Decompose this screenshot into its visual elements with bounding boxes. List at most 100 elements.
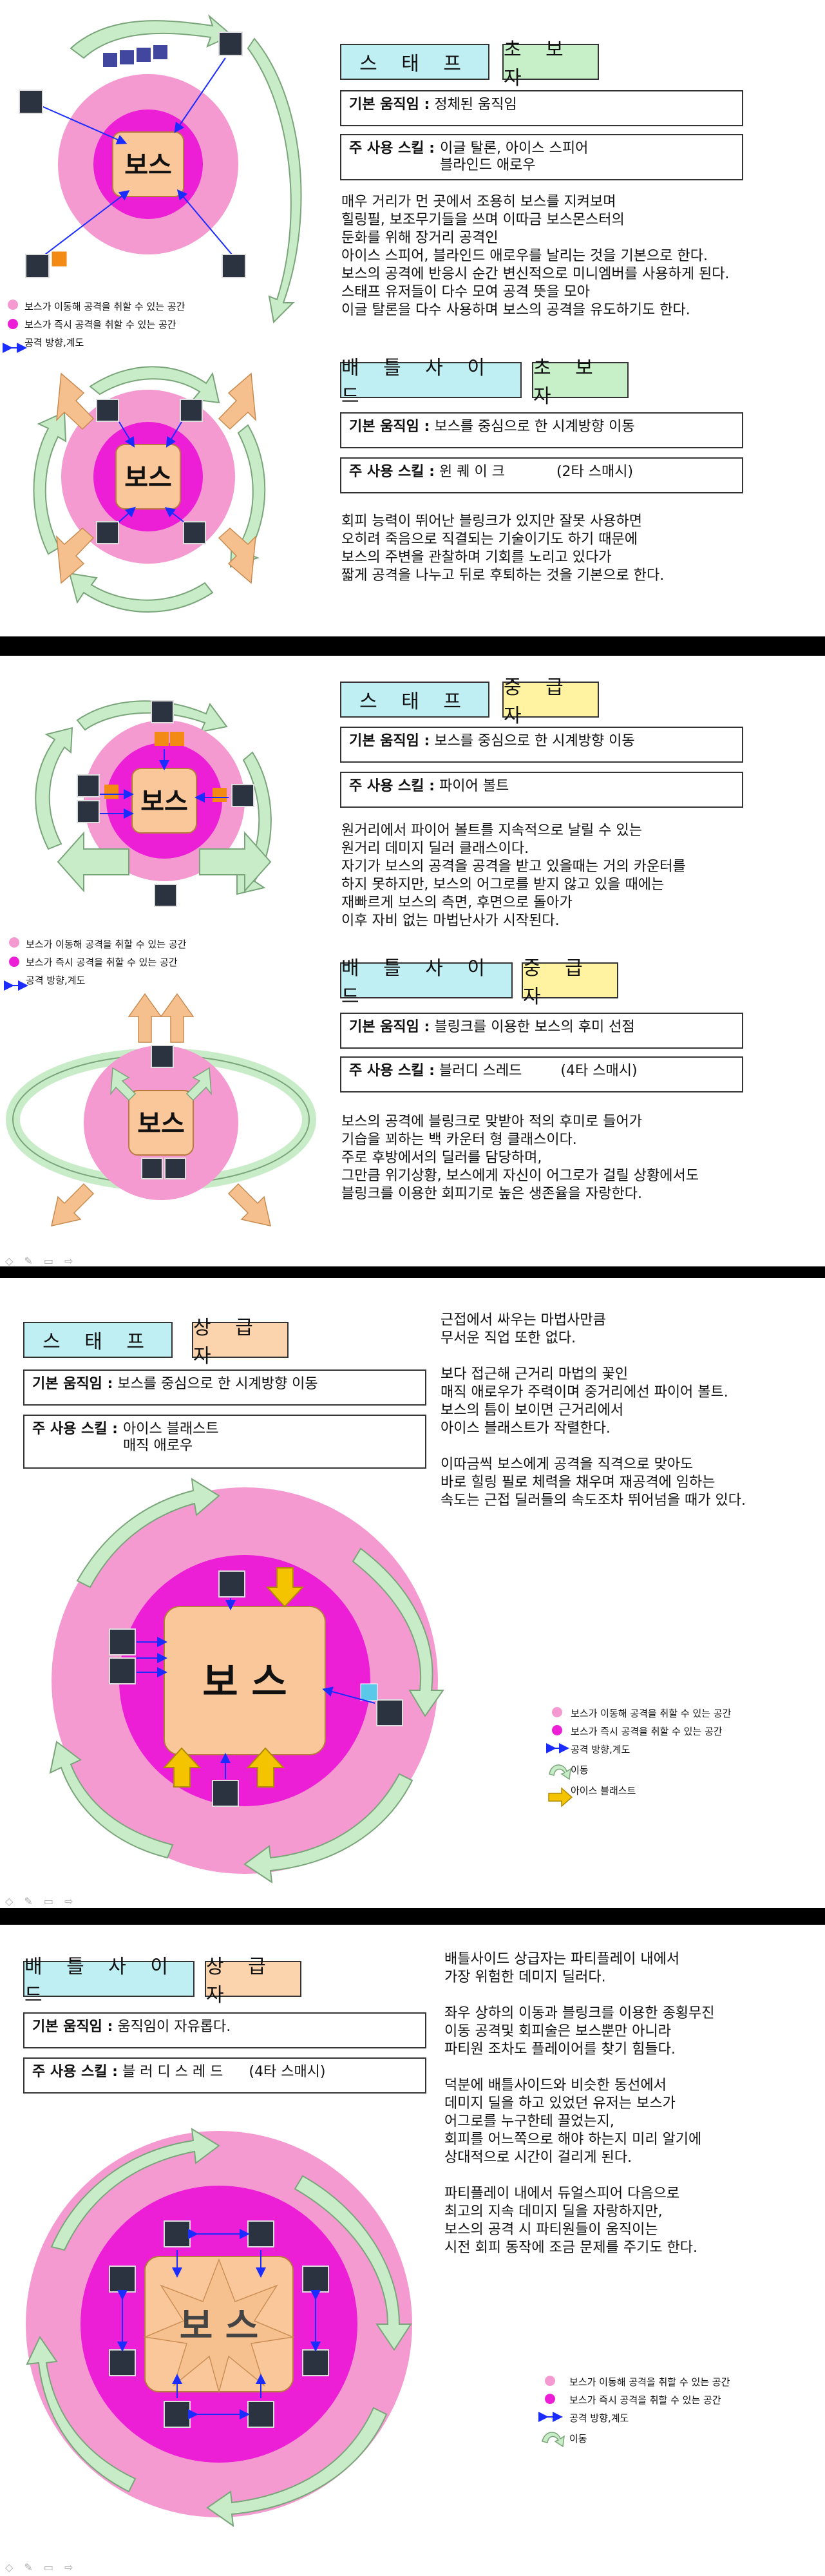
skill-value: 이글 탈론, 아이스 스피어 블라인드 애로우: [439, 140, 589, 173]
legend-inner-dot: [552, 1725, 562, 1735]
player-icon: [302, 2266, 329, 2293]
player-icon: [141, 1158, 163, 1179]
description-text: 배틀사이드 상급자는 파티플레이 내에서 가장 위험한 데미지 딜러다. 좌우 …: [444, 1951, 715, 2256]
move-info: 기본 움직임 : 보스를 중심으로 한 시계방향 이동: [340, 412, 743, 448]
boss-box: [128, 1090, 194, 1156]
slide-controls[interactable]: ◇ ✎ ▭ ⇨: [5, 1255, 77, 1266]
diagram-staff-beginner: 보스 보스: [3, 14, 302, 613]
player-icon: [231, 784, 254, 807]
skill-info: 주 사용 스킬 : 블러디 스레드(4타 스매시): [340, 1056, 743, 1092]
move-info: 기본 움직임 : 정체된 움직임: [340, 90, 743, 126]
skill-icon: [360, 1683, 378, 1701]
move-arrow-shape: [199, 831, 272, 893]
move-label: 기본 움직임 :: [32, 1376, 113, 1392]
skill-info: 주 사용 스킬 : 블 러 디 스 레 드(4타 스매시): [23, 2057, 426, 2094]
skill-extra: (2타 스매시): [556, 464, 634, 480]
diagram-staff-advanced: 보 스: [49, 1478, 573, 1884]
move-value: 보스를 중심으로 한 시계방향 이동: [434, 733, 635, 749]
legend-item: 이동: [571, 1764, 589, 1776]
skill-value: 파이어 볼트: [439, 778, 509, 794]
move-arrow-shape: [294, 2175, 412, 2351]
skill-icon: [153, 45, 167, 59]
skill-icon: [103, 53, 117, 67]
skill-label: 주 사용 스킬 :: [32, 1421, 118, 1437]
move-arrow-shape: [50, 2128, 220, 2251]
player-icon: [109, 2266, 136, 2293]
slide-controls[interactable]: ◇ ✎ ▭ ⇨: [5, 2561, 77, 2573]
player-icon: [96, 399, 119, 422]
move-arrow-shape: [76, 1478, 220, 1589]
move-label: 기본 움직임 :: [32, 2019, 113, 2035]
skill-icon: [104, 785, 119, 799]
move-arrow-shape: [352, 1547, 444, 1717]
class-title: 배 틀 사 이 드: [340, 957, 513, 1008]
legend-item: 공격 방향,계도: [24, 336, 84, 348]
blink-arrows-star: [143, 2258, 295, 2394]
skill-icon: [137, 48, 151, 62]
skill-value: 블 러 디 스 레 드: [122, 2064, 223, 2080]
move-label: 기본 움직임 :: [349, 733, 430, 749]
legend-inner-dot: [8, 319, 18, 329]
slide-4: 보 스 배 틀 사 이 드 상 급 자 기본 움직임 : 움직임이 자유롭다. …: [0, 1925, 825, 2576]
legend-item: 공격 방향,계도: [569, 2412, 629, 2424]
legend-item: 보스가 이동해 공격을 취할 수 있는 공간: [24, 300, 185, 312]
player-icon: [218, 1570, 245, 1598]
skill-extra: (4타 스매시): [560, 1063, 638, 1079]
skill-icon: [155, 732, 169, 746]
level-badge: 중 급 자: [502, 676, 599, 727]
class-title: 배 틀 사 이 드: [23, 1956, 194, 2007]
boss-label: 보스: [140, 787, 188, 817]
move-info: 기본 움직임 : 움직임이 자유롭다.: [23, 2012, 426, 2048]
class-title: 배 틀 사 이 드: [340, 357, 522, 408]
legend-inner-dot: [9, 957, 19, 967]
move-arrow-shape: [243, 1773, 413, 1884]
skill-value: 윈 퀘 이 크: [439, 464, 505, 480]
slide-2: 보스 보스 보스가 이동해 공격을 취할 수 있는 공간 보스가 즉시 공격을 …: [0, 656, 825, 1266]
description-text: 회피 능력이 뛰어난 블링크가 있지만 잘못 사용하면 오히려 죽음으로 직결되…: [341, 513, 665, 584]
ice-blast-arrow: [265, 1567, 305, 1608]
player-icon: [180, 399, 203, 422]
move-arrow-shape: [68, 572, 214, 613]
move-arrow-shape: [70, 14, 233, 59]
attack-direction-arrow: [174, 57, 226, 133]
retreat-arrow-shape: [218, 372, 256, 430]
ice-blast-arrow: [162, 1747, 202, 1788]
player-icon: [164, 2401, 191, 2428]
skill-icon: [213, 788, 227, 802]
slide-controls[interactable]: ◇ ✎ ▭ ⇨: [5, 1895, 77, 1907]
class-title: 스 태 프: [340, 44, 489, 80]
player-icon: [154, 884, 177, 907]
attack-direction-arrow: [41, 106, 128, 145]
move-label: 기본 움직임 :: [349, 97, 430, 113]
legend-item: 보스가 즉시 공격을 취할 수 있는 공간: [24, 318, 176, 330]
player-icon: [302, 2349, 329, 2376]
move-value: 움직임이 자유롭다.: [117, 2019, 231, 2035]
legend-outer-dot: [552, 1707, 562, 1717]
attack-direction-arrow: [119, 506, 136, 522]
move-arrow-shape: [49, 1741, 174, 1859]
boss-box: [112, 131, 184, 197]
move-label: 기본 움직임 :: [349, 419, 430, 435]
legend-outer-dot: [545, 2376, 555, 2386]
legend: 보스가 이동해 공격을 취할 수 있는 공간 보스가 즉시 공격을 취할 수 있…: [571, 1706, 731, 1801]
boss-label: 보스: [137, 1109, 185, 1139]
move-value: 정체된 움직임: [434, 97, 517, 113]
legend-item: 공격 방향,계도: [26, 974, 86, 986]
player-icon: [247, 2401, 274, 2428]
skill-extra: (4타 스매시): [249, 2064, 326, 2080]
skill-icon: [170, 732, 184, 746]
skill-info: 주 사용 스킬 :아이스 블래스트 매직 애로우: [23, 1415, 426, 1469]
attack-direction-arrow: [322, 1686, 375, 1704]
move-info: 기본 움직임 : 블링크를 이용한 보스의 후미 선점: [340, 1013, 743, 1049]
move-arrow-shape: [33, 411, 67, 555]
player-icon: [19, 90, 43, 114]
move-arrow-shape: [35, 727, 73, 850]
legend-item: 공격 방향,계도: [571, 1743, 631, 1755]
skill-icon: [120, 50, 134, 64]
skill-value: 아이스 블래스트 매직 애로우: [122, 1421, 219, 1454]
description-text: 매우 거리가 먼 곳에서 조용히 보스를 지켜보며 힐링필, 보조무기들을 쓰며…: [341, 194, 730, 318]
attack-direction-arrow: [166, 421, 182, 448]
retreat-arrow-shape: [160, 993, 194, 1043]
move-arrow-shape: [26, 2336, 137, 2493]
move-arrow-shape: [110, 1067, 137, 1102]
